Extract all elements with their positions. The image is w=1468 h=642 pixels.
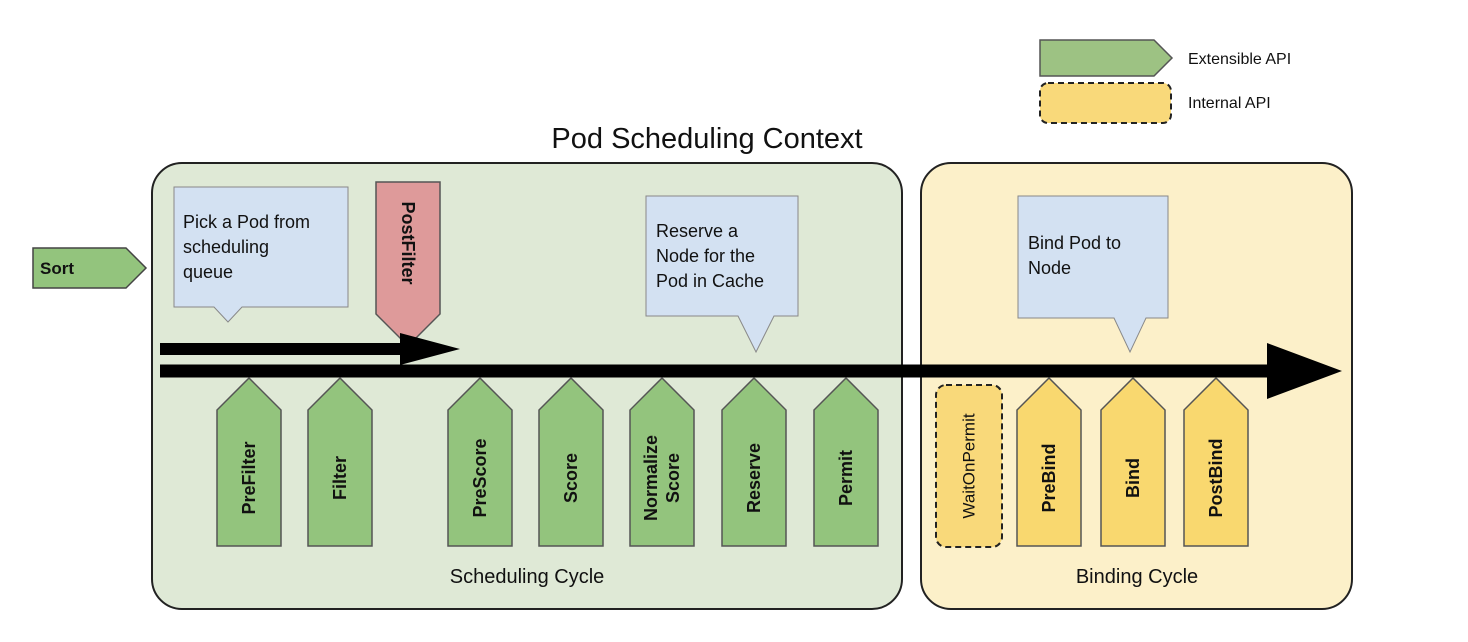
binding-point-bind-shape [1100, 376, 1166, 547]
binding-point-bind-label: Bind [1123, 458, 1143, 498]
binding-point-prebind-label: PreBind [1039, 443, 1059, 512]
scheduling-point-prescore-label: PreScore [470, 438, 490, 517]
binding-point-postbind-shape [1183, 376, 1249, 547]
binding-point-postbind-label: PostBind [1206, 439, 1226, 518]
legend-internal-label: Internal API [1188, 95, 1271, 112]
scheduling-point-normalize-score-shape [629, 376, 695, 547]
scheduling-point-filter-shape [307, 376, 373, 547]
scheduling-cycle-label: Scheduling Cycle [450, 566, 605, 588]
postfilter-extension-point [375, 181, 441, 348]
filter-loop-arrow [160, 333, 460, 365]
binding-extension-points: PreBind Bind PostBind [1016, 376, 1249, 547]
scheduling-point-filter-label: Filter [330, 456, 350, 500]
scheduling-point-prefilter-shape [216, 376, 282, 547]
sort-label: Sort [40, 259, 74, 278]
reserve-node-callout [645, 195, 799, 354]
bind-pod-callout [1017, 195, 1169, 354]
diagram-title: Pod Scheduling Context [551, 123, 862, 155]
postfilter-label: PostFilter [398, 201, 418, 284]
legend-extensible-label: Extensible API [1188, 51, 1291, 68]
scheduling-point-permit-label: Permit [836, 450, 856, 506]
scheduling-point-prescore-shape [447, 376, 513, 547]
scheduling-point-reserve-label: Reserve [744, 443, 764, 513]
scheduling-point-permit-shape [813, 376, 879, 547]
scheduling-point-score-shape [538, 376, 604, 547]
scheduling-point-prefilter-label: PreFilter [239, 441, 259, 514]
legend-internal-swatch [1039, 82, 1172, 124]
legend-extensible-swatch [1039, 39, 1174, 77]
pick-pod-callout [173, 186, 349, 323]
scheduling-point-score-label: Score [561, 453, 581, 503]
legend: Extensible API Internal API [1039, 39, 1291, 124]
binding-cycle-label: Binding Cycle [1076, 566, 1198, 588]
scheduling-point-reserve-shape [721, 376, 787, 547]
main-flow-arrow [160, 343, 1342, 399]
wait-on-permit-label: WaitOnPermit [960, 413, 979, 518]
wait-on-permit-box [935, 384, 1003, 548]
sort-extension-point [32, 247, 148, 289]
binding-point-prebind-shape [1016, 376, 1082, 547]
